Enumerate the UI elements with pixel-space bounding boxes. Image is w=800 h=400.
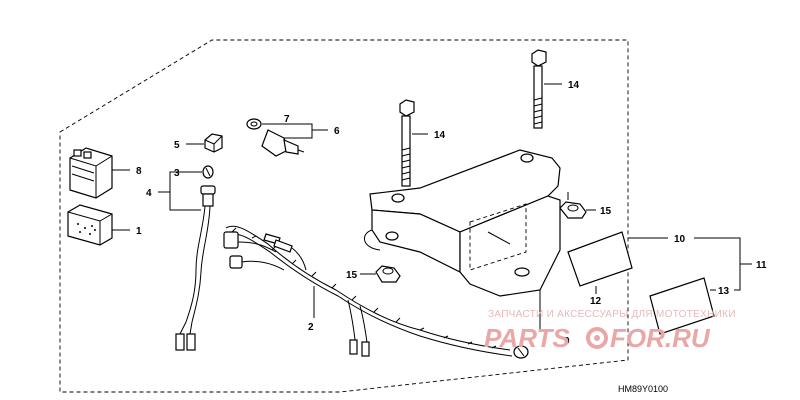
bracket-stay	[364, 149, 561, 297]
switch-part-6	[261, 129, 305, 157]
callout-9: 9	[564, 336, 570, 347]
grommet-part-5	[204, 133, 223, 153]
cover-part-1	[67, 204, 113, 246]
callout-15b: 15	[346, 270, 358, 281]
callout-7: 7	[284, 114, 290, 125]
callout-15a: 15	[600, 206, 612, 217]
callout-10: 10	[674, 234, 686, 245]
callout-6: 6	[334, 126, 340, 137]
callout-11: 11	[756, 260, 767, 271]
callout-12: 12	[590, 296, 602, 307]
bulb-part-3	[202, 165, 214, 179]
watermark-logo-right: FOR.RU	[610, 323, 711, 353]
wire-harness-part-2	[223, 225, 529, 359]
callout-3: 3	[174, 168, 180, 179]
label-part-12	[567, 231, 633, 287]
socket-harness-part-4	[175, 185, 216, 351]
relay-part-8	[69, 147, 113, 199]
label-part-13	[649, 277, 715, 335]
gear-icon	[586, 327, 608, 349]
oring-part-7	[246, 118, 262, 130]
watermark-caption: ЗАПЧАСТИ И АКСЕССУАРЫ ДЛЯ МОТОТЕХНИКИ	[488, 309, 736, 320]
nut-part-15a	[559, 201, 587, 219]
callout-5: 5	[174, 140, 180, 151]
diagram-code: HM89Y0100	[618, 384, 668, 394]
callout-4: 4	[146, 188, 152, 199]
callout-14a: 14	[434, 130, 446, 141]
watermark-logo-left: PARTS	[484, 323, 570, 353]
callout-13: 13	[718, 286, 730, 297]
bolt-part-14a	[399, 99, 415, 187]
nut-part-15b	[375, 265, 401, 283]
callout-2: 2	[308, 322, 314, 333]
callout-14b: 14	[568, 80, 580, 91]
callout-8: 8	[136, 166, 142, 177]
assembly-boundary	[59, 39, 629, 393]
bolt-part-14b	[531, 49, 547, 129]
callout-1: 1	[136, 226, 142, 237]
